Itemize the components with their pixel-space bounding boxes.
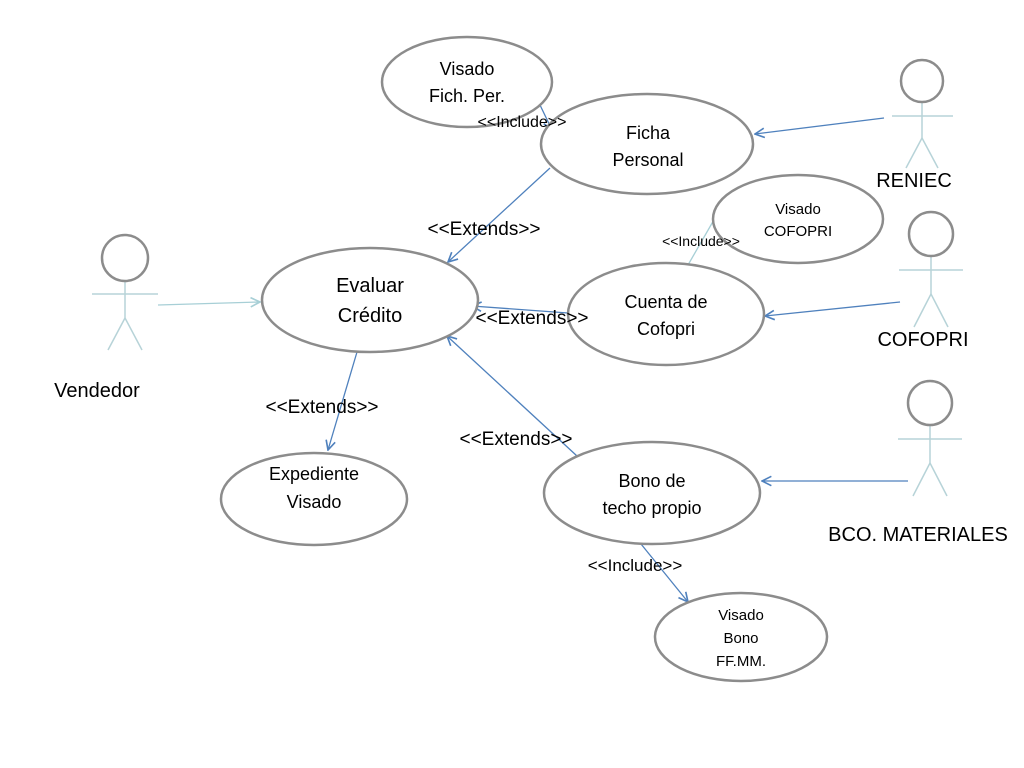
svg-text:Fich. Per.: Fich. Per. bbox=[429, 86, 505, 106]
actor-label-vendedor: Vendedor bbox=[54, 380, 140, 402]
svg-text:Ficha: Ficha bbox=[626, 123, 671, 143]
svg-text:Bono: Bono bbox=[723, 630, 758, 647]
svg-text:techo propio: techo propio bbox=[602, 498, 701, 518]
svg-text:Cuenta de: Cuenta de bbox=[624, 292, 707, 312]
svg-text:COFOPRI: COFOPRI bbox=[764, 223, 832, 240]
reniec-association bbox=[755, 117, 885, 134]
use-case-bono-techo-propio: Bono de techo propio bbox=[542, 440, 762, 546]
svg-text:FF.MM.: FF.MM. bbox=[716, 653, 766, 670]
use-case-cuenta-cofopri: Cuenta de Cofopri bbox=[566, 261, 766, 367]
svg-text:Crédito: Crédito bbox=[338, 305, 402, 327]
svg-text:Expediente: Expediente bbox=[269, 464, 359, 484]
use-case-ficha-personal: Ficha Personal bbox=[539, 92, 755, 196]
svg-text:Visado: Visado bbox=[287, 492, 342, 512]
actor-label-bco-materiales: BCO. MATERIALES bbox=[828, 524, 1008, 546]
actor-label-cofopri: COFOPRI bbox=[877, 329, 968, 351]
extends-cuenta-arrow bbox=[472, 306, 569, 314]
svg-text:Bono de: Bono de bbox=[618, 471, 685, 491]
actor-bco-materiales bbox=[898, 379, 962, 497]
svg-text:Personal: Personal bbox=[612, 150, 683, 170]
actor-vendedor bbox=[92, 233, 158, 351]
use-case-visado-fich-per: Visado Fich. Per. bbox=[380, 35, 554, 129]
stereotype-include-cofopri: <<Include>> bbox=[662, 233, 740, 249]
extends-expediente-arrow bbox=[328, 351, 358, 450]
actor-cofopri bbox=[899, 210, 963, 328]
use-case-visado-cofopri: Visado COFOPRI bbox=[711, 173, 885, 265]
include-cofopri-line bbox=[687, 217, 716, 266]
stereotype-extends-bono: <<Extends>> bbox=[459, 429, 572, 450]
stereotype-include-bono: <<Include>> bbox=[588, 556, 683, 575]
stereotype-extends-ficha: <<Extends>> bbox=[427, 219, 540, 240]
svg-text:Cofopri: Cofopri bbox=[637, 319, 695, 339]
vendedor-association bbox=[157, 302, 260, 305]
extends-ficha-arrow bbox=[448, 167, 551, 262]
stereotype-include-fich: <<Include>> bbox=[478, 114, 567, 131]
include-bono-arrow bbox=[640, 543, 688, 602]
svg-text:Evaluar: Evaluar bbox=[336, 275, 404, 297]
use-case-visado-bono: Visado Bono FF.MM. bbox=[653, 591, 829, 683]
use-case-evaluar-credito: Evaluar Crédito bbox=[260, 246, 480, 354]
stereotype-extends-cuenta: <<Extends>> bbox=[475, 308, 588, 329]
svg-text:Visado: Visado bbox=[718, 607, 764, 624]
stereotype-extends-expediente: <<Extends>> bbox=[265, 397, 378, 418]
extends-bono-arrow bbox=[447, 336, 578, 457]
actor-label-reniec: RENIEC bbox=[876, 170, 952, 192]
svg-text:Visado: Visado bbox=[440, 59, 495, 79]
cofopri-association bbox=[765, 301, 901, 316]
svg-text:Visado: Visado bbox=[775, 201, 821, 218]
use-case-expediente-visado: Expediente Visado bbox=[219, 451, 409, 547]
actor-reniec bbox=[892, 58, 953, 169]
